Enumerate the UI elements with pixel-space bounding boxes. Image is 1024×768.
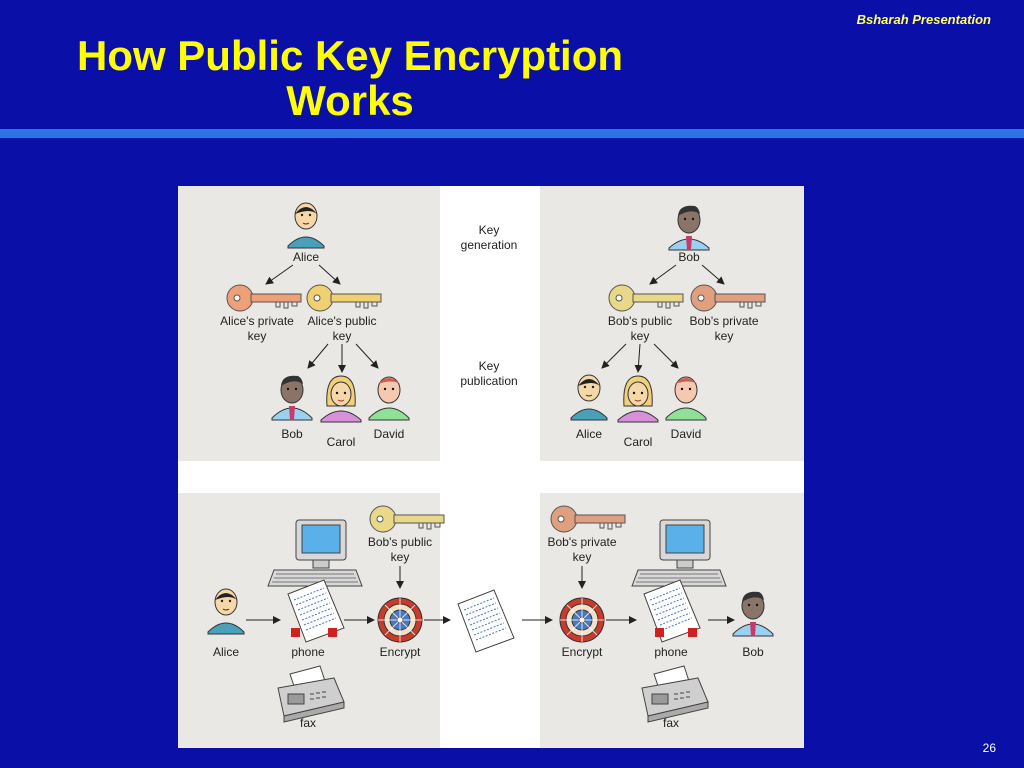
- phone-marker: [655, 628, 664, 637]
- transmitted-document-icon: [458, 590, 514, 652]
- recipient-label: Bob: [281, 427, 303, 441]
- sender-label: Alice: [213, 645, 239, 659]
- recipient-label: Carol: [327, 435, 356, 449]
- title-line-1: How Public Key Encryption: [0, 33, 700, 78]
- encrypt-wheel-icon: [560, 598, 604, 642]
- recipient-label: David: [374, 427, 405, 441]
- phone-marker: [328, 628, 337, 637]
- diagram-canvas: Key generation Key publication Alice Ali…: [178, 186, 804, 748]
- bob-private-key-label-2: key: [573, 550, 592, 564]
- bob-public-key-label-2: key: [391, 550, 410, 564]
- label-key-publication-1: Key: [479, 359, 500, 373]
- encrypt-label: Encrypt: [380, 645, 421, 659]
- encrypt-label: Encrypt: [562, 645, 603, 659]
- fax-label: fax: [663, 716, 679, 730]
- recipient-label: Alice: [576, 427, 602, 441]
- slide-title: How Public Key Encryption Works: [0, 33, 700, 123]
- receiver-label: Bob: [742, 645, 764, 659]
- bob-public-key-label-1: Bob's public: [368, 535, 432, 549]
- label-key-generation-2: generation: [461, 238, 518, 252]
- bob-owner-label: Bob: [678, 250, 700, 264]
- alice-private-key-label-2: key: [248, 329, 267, 343]
- bob-public-key-label-1: Bob's public: [608, 314, 672, 328]
- label-key-publication-2: publication: [460, 374, 517, 388]
- alice-public-key-label-1: Alice's public: [308, 314, 377, 328]
- presentation-name: Bsharah Presentation: [857, 12, 991, 27]
- phone-marker: [291, 628, 300, 637]
- phone-label: phone: [291, 645, 325, 659]
- bob-private-key-label-2: key: [715, 329, 734, 343]
- recipient-label: Carol: [624, 435, 653, 449]
- alice-owner-label: Alice: [293, 250, 319, 264]
- recipient-label: David: [671, 427, 702, 441]
- fax-label: fax: [300, 716, 316, 730]
- bob-public-key-label-2: key: [631, 329, 650, 343]
- alice-public-key-label-2: key: [333, 329, 352, 343]
- title-divider: [0, 129, 1024, 138]
- label-key-generation-1: Key: [479, 223, 500, 237]
- public-key-diagram: Key generation Key publication Alice Ali…: [178, 186, 804, 748]
- phone-label: phone: [654, 645, 688, 659]
- phone-marker: [688, 628, 697, 637]
- bob-private-key-label-1: Bob's private: [548, 535, 617, 549]
- encrypt-wheel-icon: [378, 598, 422, 642]
- bob-private-key-label-1: Bob's private: [690, 314, 759, 328]
- title-line-2: Works: [0, 78, 700, 123]
- alice-private-key-label-1: Alice's private: [220, 314, 294, 328]
- slide-number: 26: [983, 741, 996, 755]
